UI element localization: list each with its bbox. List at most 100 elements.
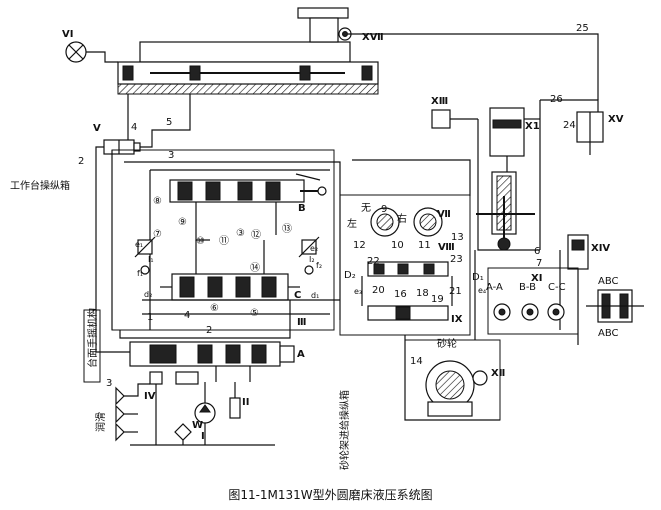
label-22: 22: [367, 256, 380, 267]
label-I2: I₂: [309, 255, 315, 264]
label-zuo: 左: [347, 217, 357, 230]
label-VIII: Ⅷ: [438, 242, 455, 253]
label-A: A: [297, 349, 305, 360]
label-II: II: [242, 397, 249, 408]
label-work-table-console: 工作台操纵箱: [10, 179, 70, 192]
label-V: V: [93, 123, 101, 134]
valve-XV: [576, 111, 604, 143]
feed-valve: [367, 261, 449, 277]
handwheel-frame: [83, 309, 101, 383]
check-f1: [140, 265, 150, 275]
throttle-IV: [149, 371, 163, 385]
label-VI: VI: [62, 29, 73, 40]
feed-cylinder: [367, 305, 449, 321]
label-11: 11: [418, 240, 431, 251]
abc-valve: [586, 289, 644, 323]
label-wu: 无: [361, 203, 371, 214]
label-25: 25: [576, 23, 589, 34]
label-CC: C-C: [548, 282, 566, 293]
label-4: 4: [131, 122, 137, 133]
label-e1: e₁: [135, 240, 143, 249]
selector-valve-left: [370, 207, 400, 237]
label-1: 1: [147, 312, 153, 323]
label-BB: B-B: [519, 282, 536, 293]
label-7: 7: [536, 258, 542, 269]
label-c12: ⑫: [251, 229, 261, 241]
label-c3: ③: [236, 228, 245, 239]
valve-V: [103, 139, 141, 155]
label-lubrication: 润滑: [94, 412, 107, 432]
label-XIV: XIV: [591, 243, 610, 254]
label-9: 9: [381, 204, 387, 215]
label-you: 右: [397, 212, 407, 225]
label-D2: D₂: [344, 270, 356, 281]
valve-XIV: [567, 234, 589, 270]
label-f1: f₁: [137, 269, 143, 278]
section-views: [487, 267, 579, 335]
gauge-VI: [65, 41, 118, 63]
relief-valve-II: [229, 397, 241, 419]
label-IX: IX: [451, 314, 463, 325]
label-16: 16: [394, 289, 407, 300]
label-20: 20: [372, 285, 385, 296]
label-6: 6: [534, 246, 540, 257]
label-IV: IV: [144, 391, 156, 402]
worktable-console: [111, 149, 335, 331]
label-19: 19: [431, 294, 444, 305]
label-26: 26: [550, 94, 563, 105]
reversing-valve-upper: [169, 173, 327, 203]
label-ABC-bottom: ABC: [598, 328, 619, 339]
pump-I: [194, 402, 216, 424]
accumulator-IV: [175, 371, 199, 385]
check-f2: [304, 265, 314, 275]
label-18: 18: [416, 288, 429, 299]
grinding-wheel: [404, 339, 501, 421]
label-c10: ⑩: [196, 236, 205, 247]
reversing-valve-lower: [171, 273, 289, 301]
label-e2: e₂: [310, 244, 318, 253]
label-2b: 2: [206, 325, 212, 336]
label-B: B: [298, 203, 306, 214]
label-III: Ⅲ: [297, 317, 306, 328]
label-c5: ⑤: [250, 308, 259, 319]
filter-W: [174, 423, 192, 441]
label-3b: 3: [106, 378, 112, 389]
label-grinding-wheel: 砂轮: [437, 337, 457, 350]
label-4b: 4: [184, 310, 190, 321]
label-13: 13: [451, 232, 464, 243]
label-XVII: XⅦ: [362, 32, 384, 43]
throttle-e1: [134, 236, 156, 258]
throttle-e2: [298, 236, 320, 258]
label-table-handwheel: 台面手摇机构: [86, 308, 99, 368]
label-W: W: [192, 420, 203, 431]
label-c8: ⑧: [153, 196, 162, 207]
main-valve-A: [129, 341, 295, 367]
label-21: 21: [449, 286, 462, 297]
label-c14: ⑭: [250, 262, 260, 274]
valve-XIII: [431, 109, 478, 129]
label-XIII: XⅢ: [431, 96, 448, 107]
label-VII: Ⅶ: [437, 209, 451, 220]
label-10: 10: [391, 240, 404, 251]
label-c6: ⑥: [210, 303, 219, 314]
label-f2: f₂: [316, 261, 322, 270]
label-3: 3: [168, 150, 174, 161]
label-XII: XⅡ: [491, 368, 505, 379]
label-c7: ⑦: [153, 229, 162, 240]
rack-pinion: [476, 171, 535, 251]
label-d2: d₂: [144, 290, 152, 299]
worktable-cylinder: [117, 41, 379, 95]
label-C: C: [294, 290, 301, 301]
label-e4: e₄: [478, 286, 486, 295]
label-2: 2: [78, 156, 84, 167]
label-5: 5: [166, 117, 172, 128]
label-23: 23: [450, 254, 463, 265]
label-AA: A-A: [486, 282, 503, 293]
label-wheel-head-console: 砂轮架进给操纵箱: [338, 390, 351, 470]
label-12: 12: [353, 240, 366, 251]
figure-caption: 图11-1M131W型外圆磨床液压系统图: [228, 488, 433, 502]
tailstock: [297, 7, 352, 43]
label-I1: I₁: [148, 255, 154, 264]
label-e3: e₃: [354, 287, 362, 296]
